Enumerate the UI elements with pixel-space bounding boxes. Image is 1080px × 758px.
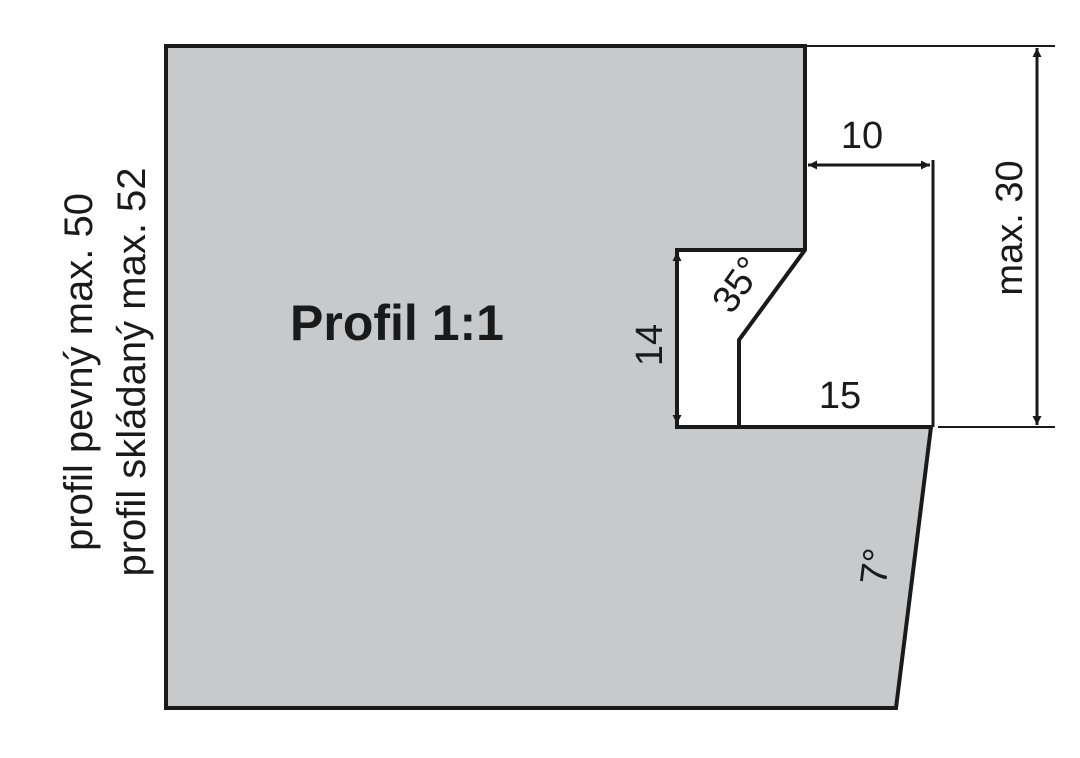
rebate-cutout — [739, 160, 931, 427]
dimension-label-10: 10 — [841, 115, 883, 157]
dimension-label-14: 14 — [629, 324, 671, 366]
side-label-folded: profil skládaný max. 52 — [110, 167, 154, 576]
side-label-fixed: profil pevný max. 50 — [57, 193, 101, 551]
profile-cross-section — [164, 44, 934, 710]
rebate-outline — [737, 160, 931, 429]
dimension-label-15: 15 — [819, 375, 861, 417]
angle-label-7: 7° — [853, 546, 899, 587]
dimension-label-max30: max. 30 — [989, 160, 1031, 295]
diagram-title: Profil 1:1 — [290, 295, 504, 351]
